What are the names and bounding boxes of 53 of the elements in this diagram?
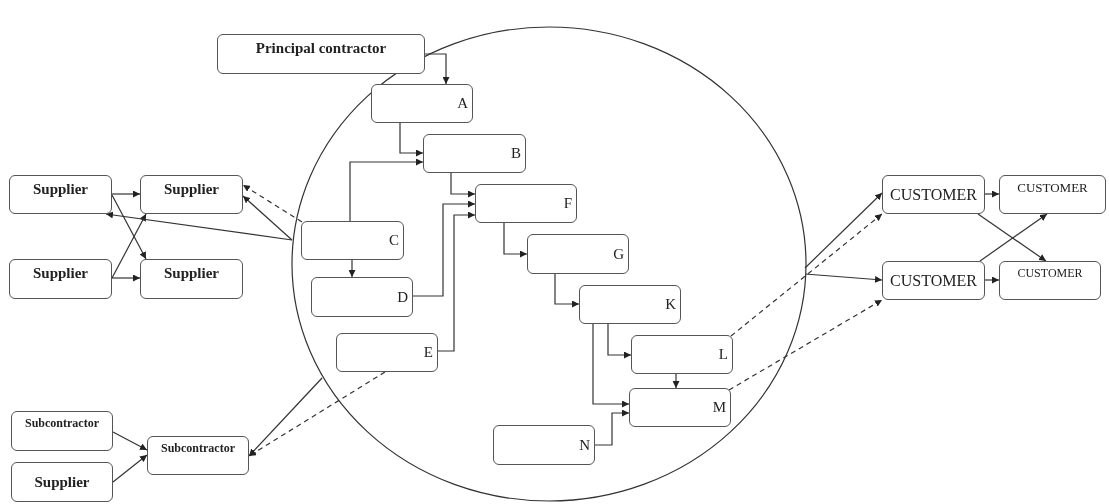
arrow xyxy=(437,211,476,352)
dashed-arrow xyxy=(242,184,303,223)
arrow xyxy=(592,323,630,408)
party-box: Subcontractor xyxy=(147,436,249,475)
arrow xyxy=(111,213,147,279)
party-box: Supplier xyxy=(140,175,243,214)
arrow xyxy=(248,377,323,457)
activity-box: B xyxy=(423,134,526,173)
arrow xyxy=(984,190,1000,198)
activity-box: K xyxy=(579,285,681,324)
arrow xyxy=(242,195,293,241)
arrow xyxy=(399,122,424,157)
activity-box: C xyxy=(301,221,404,260)
arrow xyxy=(111,190,141,198)
arrow xyxy=(607,323,632,359)
arrow xyxy=(412,200,476,297)
arrow xyxy=(111,194,147,260)
activity-box: N xyxy=(493,425,595,465)
arrow xyxy=(594,409,630,446)
dashed-arrow xyxy=(248,371,386,457)
activity-box: A xyxy=(371,84,473,123)
arrow xyxy=(112,431,148,451)
arrow xyxy=(554,273,580,308)
activity-box: G xyxy=(527,234,629,274)
dashed-arrow xyxy=(730,213,883,337)
activity-box: M xyxy=(629,388,731,427)
party-box: CUSTOMER xyxy=(999,175,1106,214)
arrow xyxy=(503,222,528,258)
party-box: Principal contractor xyxy=(217,34,425,74)
arrow xyxy=(804,192,883,269)
arrow xyxy=(424,53,450,85)
activity-box: L xyxy=(631,335,733,374)
arrow xyxy=(672,373,680,389)
party-box: CUSTOMER xyxy=(999,261,1101,300)
party-box: Subcontractor xyxy=(11,411,113,451)
arrow xyxy=(111,274,141,282)
activity-box: F xyxy=(475,184,577,223)
arrow xyxy=(112,454,148,483)
arrow xyxy=(348,259,356,278)
dashed-arrow xyxy=(728,299,883,391)
activity-box: D xyxy=(311,277,413,317)
arrow xyxy=(349,158,424,222)
party-box: Supplier xyxy=(11,462,113,502)
arrow xyxy=(804,273,883,283)
arrow xyxy=(105,211,293,241)
arrow xyxy=(450,172,476,198)
activity-box: E xyxy=(336,333,438,372)
party-box: CUSTOMER xyxy=(882,261,985,300)
arrow xyxy=(984,276,1000,284)
party-box: Supplier xyxy=(140,259,243,299)
party-box: Supplier xyxy=(9,175,112,214)
party-box: Supplier xyxy=(9,259,112,299)
party-box: CUSTOMER xyxy=(882,175,985,214)
